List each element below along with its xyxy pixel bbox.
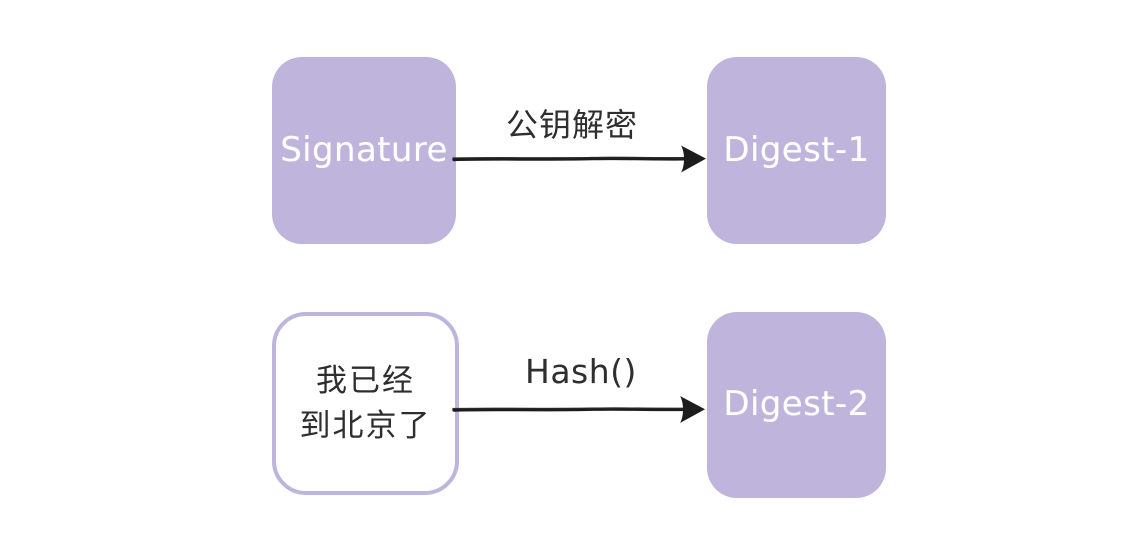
node-digest-2-label: Digest-2 [723,384,870,425]
node-signature-label: Signature [280,129,448,170]
edge-label-public-key-decrypt: 公钥解密 [506,106,639,144]
node-message-label: 我已经 到北京了 [300,359,432,447]
arrow-hash [452,396,705,423]
node-message[interactable]: 我已经 到北京了 [272,312,459,495]
node-digest-2[interactable]: Digest-2 [707,312,886,498]
node-signature[interactable]: Signature [272,57,456,244]
node-digest-1[interactable]: Digest-1 [707,57,886,244]
edge-label-hash: Hash() [525,352,637,391]
node-message-label-line-1: 我已经 [316,363,415,400]
node-message-label-line-2: 到北京了 [299,407,432,444]
node-digest-1-label: Digest-1 [723,129,870,170]
